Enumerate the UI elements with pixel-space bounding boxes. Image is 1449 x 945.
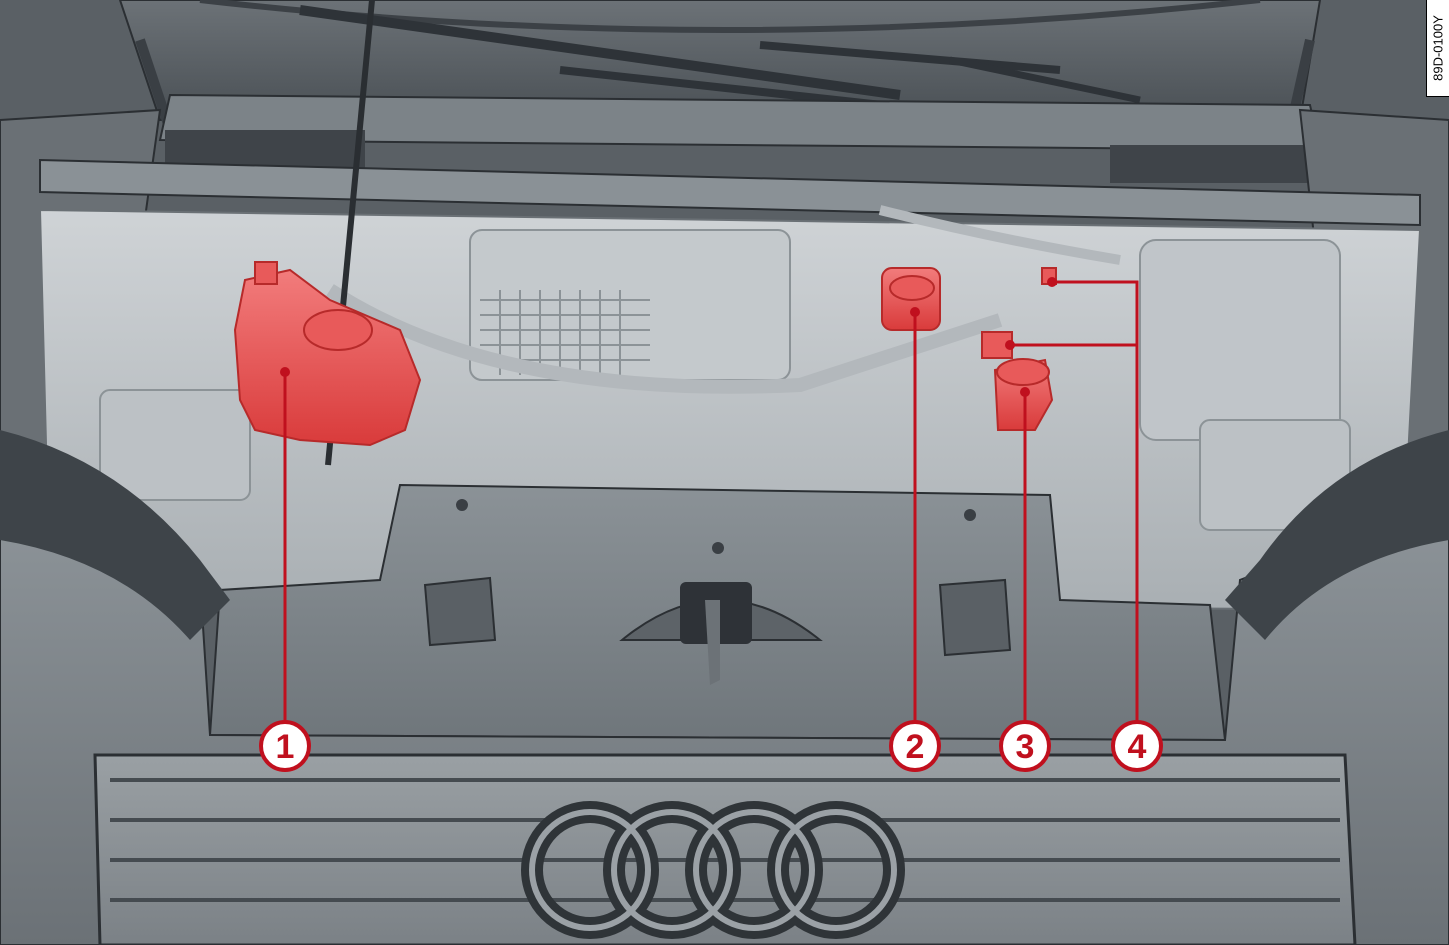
intake-pipe — [326, 284, 1003, 394]
wiper-arm-right — [759, 41, 1061, 74]
callout-leaders — [283, 280, 1139, 722]
right-headlight-area — [1225, 430, 1449, 640]
callout-label-3: 3 — [1016, 728, 1035, 766]
left-headlight-area — [0, 430, 230, 640]
callout-label-4: 4 — [1128, 728, 1147, 766]
callout-badge-2: 2 — [889, 720, 941, 772]
wiper-arm-left — [299, 5, 901, 100]
left-module — [99, 389, 251, 501]
callout-badge-4: 4 — [1111, 720, 1163, 772]
brake-fluid-reservoir — [881, 267, 941, 331]
leader-line-4 — [1010, 280, 1139, 722]
figure-code-box: 89D-0100Y — [1426, 0, 1449, 97]
strut-brace — [39, 158, 1421, 227]
callout-badge-3: 3 — [999, 720, 1051, 772]
air-filter-housing — [469, 229, 791, 381]
battery-cover — [1139, 239, 1341, 441]
callout-label-2: 2 — [906, 728, 925, 766]
coolant-expansion-tank — [233, 261, 422, 447]
callout-badge-1: 1 — [259, 720, 311, 772]
callout-label-1: 1 — [276, 728, 295, 766]
leader-dots — [280, 277, 1057, 397]
cowl-vent-right — [1110, 145, 1310, 183]
figure-code: 89D-0100Y — [1430, 15, 1446, 81]
